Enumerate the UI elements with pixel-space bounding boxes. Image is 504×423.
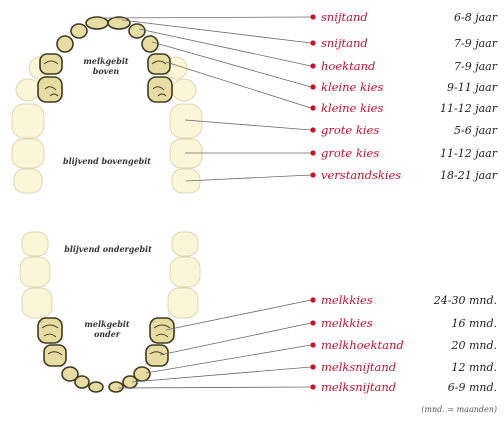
lower-tooth-name: melksnijtand	[321, 360, 396, 374]
lower-tooth-name: melkkies	[321, 293, 373, 307]
tooth	[12, 104, 44, 138]
milk-tooth	[109, 382, 123, 392]
label-dot	[310, 105, 315, 110]
upper-tooth-name: grote kies	[321, 146, 379, 160]
label-dot	[310, 342, 315, 347]
upper-milk-label-line2: boven	[93, 66, 120, 76]
upper-tooth-name: snijtand	[321, 36, 368, 50]
upper-milk-label-line1: melkgebit	[83, 56, 128, 66]
milk-tooth	[129, 24, 145, 38]
milk-tooth	[89, 382, 103, 392]
lower-jaw: blijvend ondergebit melkgebit onder	[20, 232, 200, 392]
milk-tooth	[142, 36, 158, 52]
lower-tooth-age: 24-30 mnd.	[433, 294, 497, 307]
upper-tooth-name: verstandskies	[321, 168, 401, 182]
lower-tooth-age: 12 mnd.	[451, 361, 497, 374]
label-dot	[310, 172, 315, 177]
upper-tooth-name: kleine kies	[321, 80, 383, 94]
milk-tooth	[146, 345, 168, 366]
label-dot	[310, 297, 315, 302]
tooth	[172, 232, 198, 256]
label-dot	[310, 84, 315, 89]
lower-tooth-age: 20 mnd.	[450, 339, 497, 352]
tooth	[172, 79, 196, 101]
label-dot	[310, 63, 315, 68]
tooth	[12, 139, 44, 168]
upper-permanent-teeth	[12, 57, 202, 193]
lower-tooth-age: 6-9 mnd.	[448, 381, 497, 394]
tooth	[14, 169, 42, 193]
tooth	[22, 232, 48, 256]
label-dot	[310, 364, 315, 369]
upper-tooth-age: 7-9 jaar	[454, 37, 498, 50]
milk-tooth	[38, 318, 62, 343]
upper-tooth-name: hoektand	[321, 59, 375, 73]
milk-tooth	[57, 36, 73, 52]
upper-tooth-age: 6-8 jaar	[454, 11, 498, 24]
lower-tooth-name: melkkies	[321, 316, 373, 330]
lower-permanent-label: blijvend ondergebit	[64, 244, 152, 254]
upper-permanent-label: blijvend bovengebit	[63, 156, 151, 166]
tooth	[20, 257, 50, 287]
label-dot	[310, 127, 315, 132]
milk-tooth	[150, 318, 174, 343]
upper-tooth-age: 9-11 jaar	[447, 81, 498, 94]
label-dot	[310, 320, 315, 325]
label-dot	[310, 384, 315, 389]
milk-tooth	[44, 345, 66, 366]
milk-tooth	[148, 54, 170, 74]
lower-tooth-name: melkhoektand	[321, 338, 404, 352]
tooth	[168, 288, 198, 318]
milk-tooth	[71, 24, 87, 38]
upper-tooth-age: 5-6 jaar	[454, 124, 498, 137]
upper-tooth-name: kleine kies	[321, 101, 383, 115]
upper-tooth-age: 18-21 jaar	[440, 169, 498, 182]
tooth	[22, 288, 52, 318]
upper-jaw: melkgebit boven blijvend bovengebit	[12, 17, 202, 193]
milk-tooth	[75, 376, 89, 388]
lower-tooth-name: melksnijtand	[321, 380, 396, 394]
upper-tooth-age: 11-12 jaar	[440, 147, 498, 160]
upper-tooth-age: 7-9 jaar	[454, 60, 498, 73]
milk-tooth	[108, 17, 130, 29]
milk-tooth	[40, 54, 62, 74]
label-dot	[310, 150, 315, 155]
tooth	[170, 139, 202, 168]
lower-tooth-age: 16 mnd.	[451, 317, 497, 330]
upper-tooth-name: grote kies	[321, 123, 379, 137]
lower-milk-label-line2: onder	[94, 329, 121, 339]
tooth	[16, 79, 40, 101]
label-dot	[310, 40, 315, 45]
milk-tooth	[148, 77, 172, 102]
upper-tooth-name: snijtand	[321, 10, 368, 24]
label-dot	[310, 14, 315, 19]
upper-tooth-age: 11-12 jaar	[440, 102, 498, 115]
months-legend-note: (mnd. = maanden)	[421, 405, 497, 414]
tooth	[170, 257, 200, 287]
milk-tooth	[38, 77, 62, 102]
milk-tooth	[86, 17, 108, 29]
lower-milk-label-line1: melkgebit	[84, 319, 129, 329]
